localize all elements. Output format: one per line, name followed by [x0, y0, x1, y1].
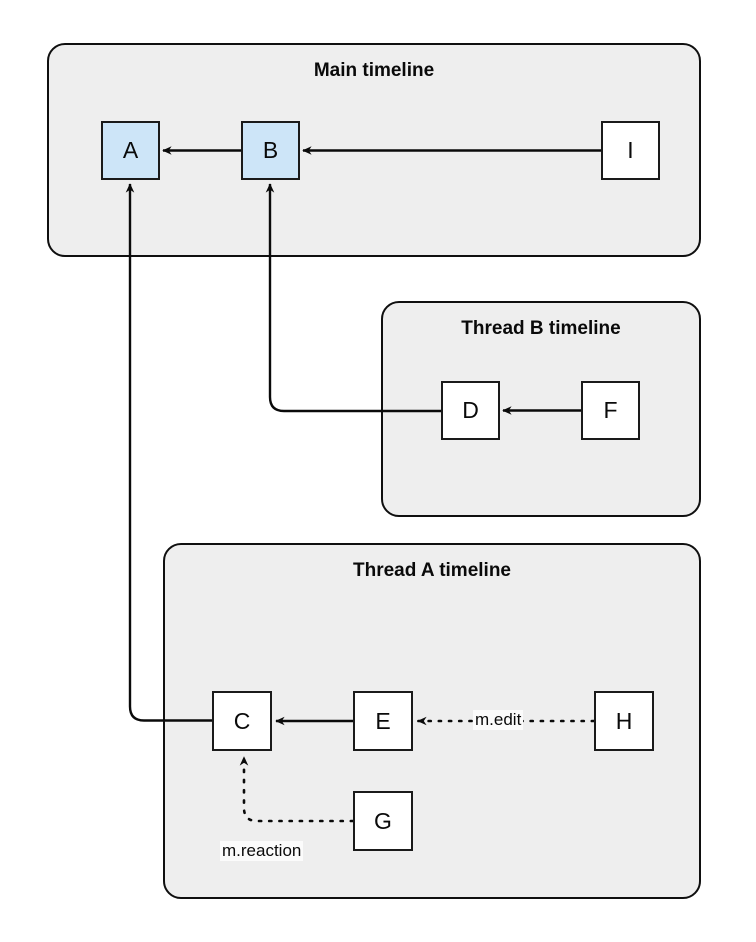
edge-label-m-reaction: m.reaction	[220, 841, 304, 861]
node-i[interactable]: I	[601, 121, 660, 180]
node-d[interactable]: D	[441, 381, 500, 440]
node-g[interactable]: G	[353, 791, 413, 851]
node-f[interactable]: F	[581, 381, 640, 440]
node-b[interactable]: B	[241, 121, 300, 180]
group-title-thread-a: Thread A timeline	[352, 560, 511, 581]
node-e[interactable]: E	[353, 691, 413, 751]
group-title-thread-b: Thread B timeline	[461, 318, 621, 339]
group-title-main: Main timeline	[313, 60, 435, 81]
edge-label-m-edit: m.edit	[473, 710, 524, 730]
node-c[interactable]: C	[212, 691, 272, 751]
node-a[interactable]: A	[101, 121, 160, 180]
node-h[interactable]: H	[594, 691, 654, 751]
